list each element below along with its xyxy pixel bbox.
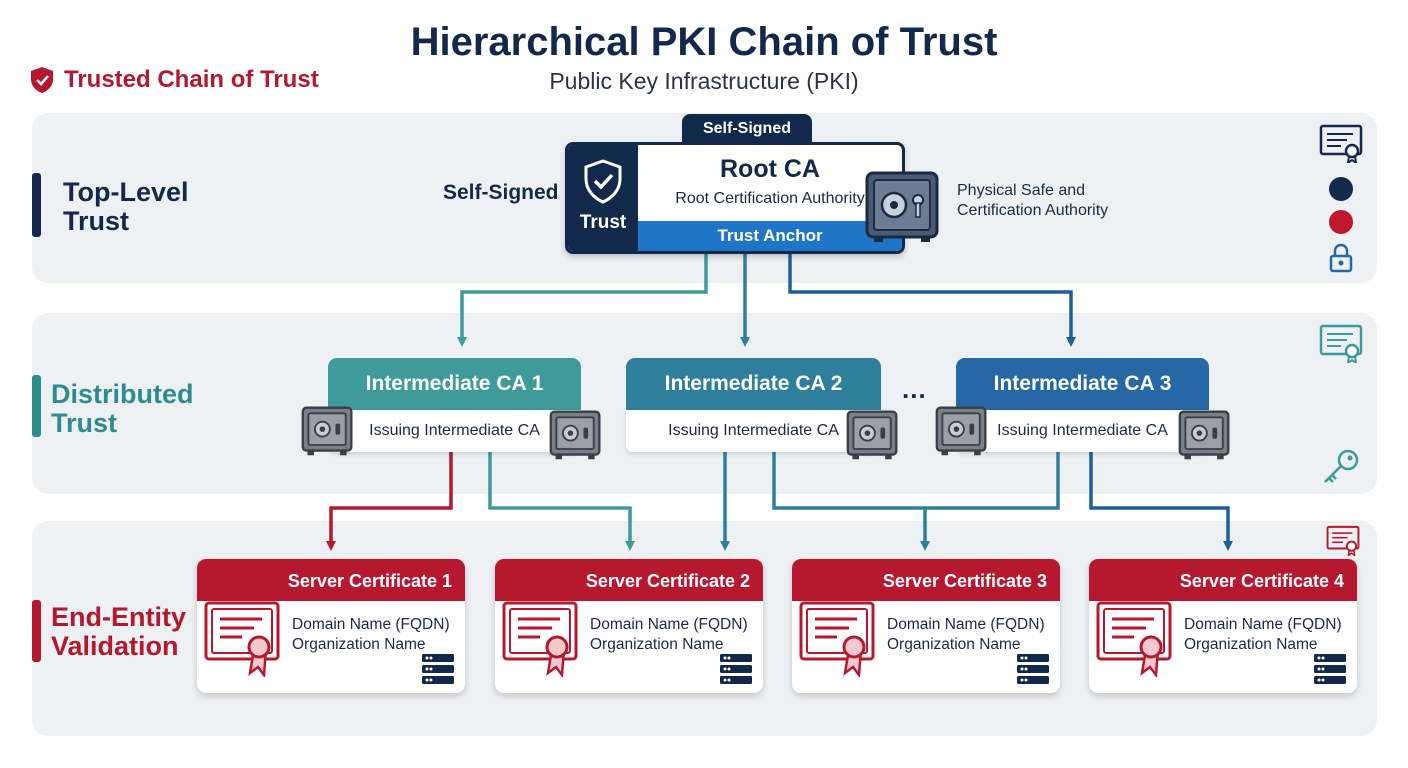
physical-safe-icon [865, 171, 939, 242]
certificate-icon [500, 597, 580, 677]
safe-caption-line2: Certification Authority [957, 202, 1109, 219]
server-certificate-card[interactable]: Server Certificate 2 Domain Name (FQDN) … [495, 559, 763, 693]
server-certificate-title: Server Certificate 4 [1089, 559, 1357, 601]
server-rack-icon [421, 653, 455, 685]
root-ca-title: Root CA [720, 155, 820, 183]
trust-badge: Trust [568, 145, 638, 251]
server-certificate-card[interactable]: Server Certificate 1 Domain Name (FQDN) … [197, 559, 465, 693]
navy-dot [1329, 177, 1353, 201]
server-certificate-card[interactable]: Server Certificate 3 Domain Name (FQDN) … [792, 559, 1060, 693]
server-org-line: Organization Name [1184, 636, 1318, 653]
band-accent-bar [32, 600, 41, 662]
lock-icon [1329, 243, 1353, 273]
safe-caption: Physical Safe and Certification Authorit… [957, 181, 1108, 221]
ellipsis-separator: ... [902, 374, 927, 404]
safe-icon [548, 408, 604, 462]
server-certificate-title: Server Certificate 3 [792, 559, 1060, 601]
certificate-icon [1094, 597, 1174, 677]
server-certificate-title: Server Certificate 1 [197, 559, 465, 601]
band-label-line1: Distributed [51, 379, 194, 409]
band-label-middle: Distributed Trust [32, 375, 194, 438]
server-rack-icon [719, 653, 753, 685]
server-org-line: Organization Name [590, 636, 724, 653]
shield-check-icon [31, 67, 53, 93]
server-org-line: Organization Name [887, 636, 1021, 653]
server-certificate-card[interactable]: Server Certificate 4 Domain Name (FQDN) … [1089, 559, 1357, 693]
self-signed-label: Self-Signed [443, 181, 559, 204]
safe-icon [845, 408, 901, 462]
safe-icon [934, 404, 990, 458]
intermediate-ca-title: Intermediate CA 2 [626, 358, 881, 410]
root-ca-card[interactable]: Trust Root CA Root Certification Authori… [565, 142, 905, 254]
intermediate-ca-title: Intermediate CA 1 [328, 358, 581, 410]
band-label-line1: Top-Level [63, 177, 189, 207]
safe-icon [300, 404, 356, 458]
safe-icon [1177, 408, 1233, 462]
band-label-line2: Validation [51, 631, 179, 661]
self-signed-pill: Self-Signed [682, 114, 812, 144]
band-label-bottom: End-Entity Validation [32, 600, 186, 662]
safe-caption-line1: Physical Safe and [957, 182, 1086, 199]
trust-badge-label: Trust [579, 212, 627, 233]
root-ca-subtitle: Root Certification Authority [675, 190, 865, 207]
band-label-line2: Trust [63, 206, 130, 236]
shield-check-icon [584, 159, 622, 204]
certificate-icon [1319, 323, 1363, 363]
intermediate-ca-body: Issuing Intermediate CA [328, 410, 581, 452]
band-label-top: Top-Level Trust [32, 173, 189, 237]
certificate-icon [797, 597, 877, 677]
intermediate-ca-card[interactable]: Intermediate CA 3 Issuing Intermediate C… [956, 358, 1209, 452]
server-rack-icon [1016, 653, 1050, 685]
server-domain-line: Domain Name (FQDN) [1184, 616, 1342, 633]
intermediate-ca-title: Intermediate CA 3 [956, 358, 1209, 410]
server-domain-line: Domain Name (FQDN) [590, 616, 748, 633]
intermediate-ca-body: Issuing Intermediate CA [956, 410, 1209, 452]
intermediate-ca-body: Issuing Intermediate CA [626, 410, 881, 452]
band-label-line1: End-Entity [51, 602, 186, 632]
key-icon [1324, 449, 1359, 483]
trust-anchor-bar: Trust Anchor [638, 221, 902, 251]
server-domain-line: Domain Name (FQDN) [887, 616, 1045, 633]
band-label-line2: Trust [51, 408, 118, 438]
brand-text: Trusted Chain of Trust [64, 66, 319, 93]
band-accent-bar [32, 173, 41, 237]
certificate-icon [1326, 524, 1360, 556]
server-org-line: Organization Name [292, 636, 426, 653]
intermediate-ca-card[interactable]: Intermediate CA 1 Issuing Intermediate C… [328, 358, 581, 452]
server-domain-line: Domain Name (FQDN) [292, 616, 450, 633]
certificate-icon [1319, 123, 1363, 163]
server-certificate-title: Server Certificate 2 [495, 559, 763, 601]
page-subtitle: Public Key Infrastructure (PKI) [549, 68, 859, 94]
intermediate-ca-card[interactable]: Intermediate CA 2 Issuing Intermediate C… [626, 358, 881, 452]
page-title: Hierarchical PKI Chain of Trust [410, 20, 998, 64]
brand-label: Trusted Chain of Trust [30, 66, 319, 94]
server-rack-icon [1313, 653, 1347, 685]
red-dot [1329, 210, 1353, 234]
certificate-icon [202, 597, 282, 677]
band-accent-bar [32, 375, 41, 437]
